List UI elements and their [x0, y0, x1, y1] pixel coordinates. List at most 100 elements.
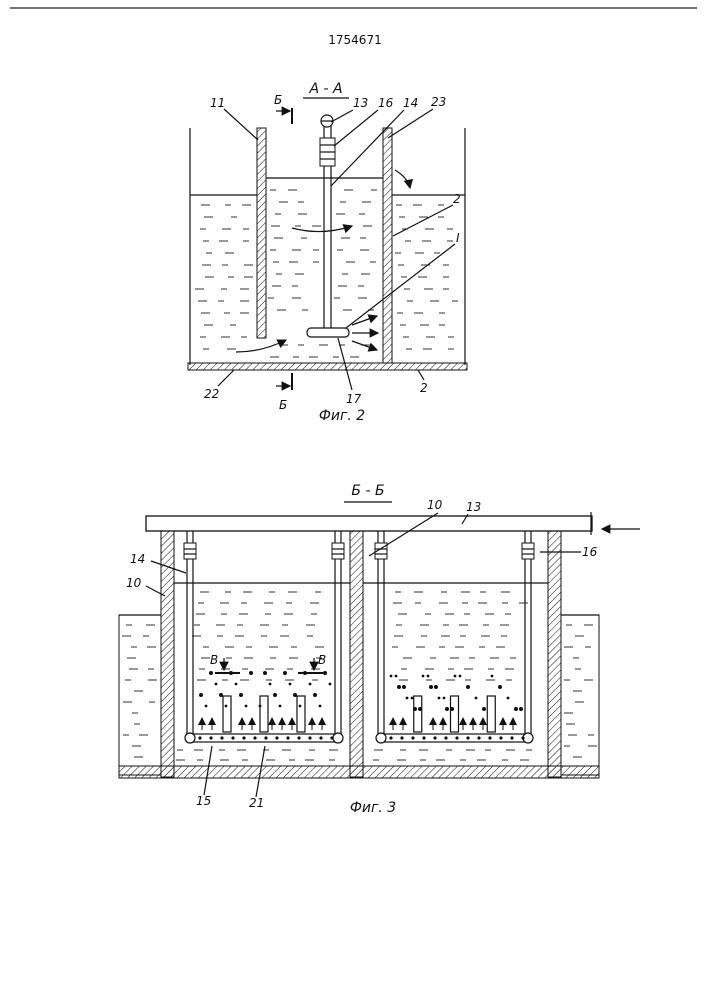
fig2-label-14: 14: [403, 96, 418, 110]
fig3-distributor-hole: [466, 736, 469, 739]
fig3-bubble: [289, 683, 292, 686]
fig3-bubble: [259, 705, 262, 708]
fig3-caption: Фиг. 3: [350, 800, 396, 816]
fig3-bubble: [427, 675, 430, 678]
fig3-bubble: [225, 705, 228, 708]
fig3-bubble: [239, 693, 243, 697]
fig3-coupling-16: [522, 543, 534, 559]
fig3-bubble: [454, 675, 457, 678]
fig3-cut-label-left: В: [210, 653, 218, 667]
fig3-distributor-hole: [220, 736, 223, 739]
fig2-label-11: 11: [210, 96, 225, 110]
fig3-distributor-hole: [400, 736, 403, 739]
fig3-distributor-hole: [286, 736, 289, 739]
fig3-distributor-hole: [411, 736, 414, 739]
fig3-distributor-hole: [330, 736, 333, 739]
fig3-distributor-hole: [264, 736, 267, 739]
fig3-bubble: [219, 693, 223, 697]
fig3-bubble: [434, 685, 438, 689]
fig2-cut-label-bottom: Б: [279, 398, 287, 412]
fig3-bubble: [283, 671, 287, 675]
fig3-distributor-end: [333, 733, 343, 743]
fig3-bubble: [466, 685, 470, 689]
patent-number: 1754671: [328, 33, 381, 47]
fig3-tank-bottom: [119, 766, 599, 778]
fig3-outer-right-block: [561, 615, 599, 775]
fig3-distributor-hole: [253, 736, 256, 739]
fig3-bubble: [397, 685, 401, 689]
fig3-bubble: [309, 683, 312, 686]
fig2-leader-16: [334, 110, 378, 146]
fig3-baffle-21: [223, 696, 231, 732]
fig3-label-16: 16: [582, 545, 598, 559]
fig3-bubble: [450, 707, 454, 711]
fig3-outer-left-block: [119, 615, 161, 775]
figure-3: Б - Б В В: [119, 483, 640, 816]
fig3-bubble: [323, 671, 327, 675]
fig2-partition-23: [383, 128, 392, 363]
fig3-distributor-hole: [297, 736, 300, 739]
fig3-distributor-hole: [422, 736, 425, 739]
fig3-bubble: [319, 705, 322, 708]
fig3-distributor-hole: [510, 736, 513, 739]
fig3-bubble: [199, 693, 203, 697]
fig3-bubble: [390, 675, 393, 678]
figure-2: А - А Б: [188, 81, 467, 424]
fig2-leader-11: [224, 109, 258, 140]
fig3-bubble: [205, 705, 208, 708]
fig3-bubble: [507, 697, 510, 700]
fig3-bubble: [395, 675, 398, 678]
fig3-bubble: [245, 705, 248, 708]
fig3-distributor-end: [185, 733, 195, 743]
fig2-leader-22: [218, 370, 234, 386]
fig2-section-title: А - А: [308, 81, 342, 97]
fig2-label-13: 13: [353, 96, 368, 110]
fig2-label-2b: 2: [420, 381, 428, 395]
fig3-distributor-hole: [455, 736, 458, 739]
fig3-coupling-16: [332, 543, 344, 559]
fig3-bubble: [215, 683, 218, 686]
fig2-flow-arrow-top: [292, 226, 352, 232]
fig3-distributor-hole: [242, 736, 245, 739]
fig3-distributor-hole: [444, 736, 447, 739]
fig3-baffle-21: [487, 696, 495, 732]
fig2-label-17: 17: [346, 392, 362, 406]
fig2-label-23: 23: [431, 95, 446, 109]
fig3-bubble: [279, 705, 282, 708]
fig2-leader-14: [331, 110, 404, 186]
fig3-label-10b: 10: [126, 576, 142, 590]
fig2-caption: Фиг. 2: [319, 408, 365, 424]
fig3-bubble: [411, 697, 414, 700]
fig3-bubble: [313, 693, 317, 697]
fig2-partition-11: [257, 128, 266, 338]
fig3-bubble: [429, 685, 433, 689]
fig3-bubble: [443, 697, 446, 700]
fig2-leader-2b: [418, 370, 424, 380]
fig2-label-I: I: [456, 231, 460, 245]
fig3-bubble: [402, 685, 406, 689]
fig3-bubble: [519, 707, 523, 711]
fig2-bottom-plate: [188, 363, 467, 370]
fig3-bubble: [422, 675, 425, 678]
fig2-nozzle-17: [307, 328, 349, 337]
fig3-label-15: 15: [196, 794, 211, 808]
fig3-baffle-21: [451, 696, 459, 732]
fig2-label-2a: 2: [453, 192, 461, 206]
fig3-section-title: Б - Б: [351, 483, 384, 499]
fig3-bubble: [273, 693, 277, 697]
fig3-bubble: [209, 671, 213, 675]
fig3-bubble: [475, 697, 478, 700]
fig3-bubble: [406, 697, 409, 700]
fig3-bubble: [269, 683, 272, 686]
fig3-bubble: [329, 683, 332, 686]
fig3-label-13: 13: [466, 500, 481, 514]
fig3-bubble: [498, 685, 502, 689]
fig3-bubble: [438, 697, 441, 700]
fig3-bubble: [249, 671, 253, 675]
fig3-coupling-16: [184, 543, 196, 559]
fig3-baffle-21: [260, 696, 268, 732]
fig3-baffle-21: [414, 696, 422, 732]
fig3-distributor-hole: [209, 736, 212, 739]
fig2-flow-arrow-bottom: [236, 340, 286, 352]
